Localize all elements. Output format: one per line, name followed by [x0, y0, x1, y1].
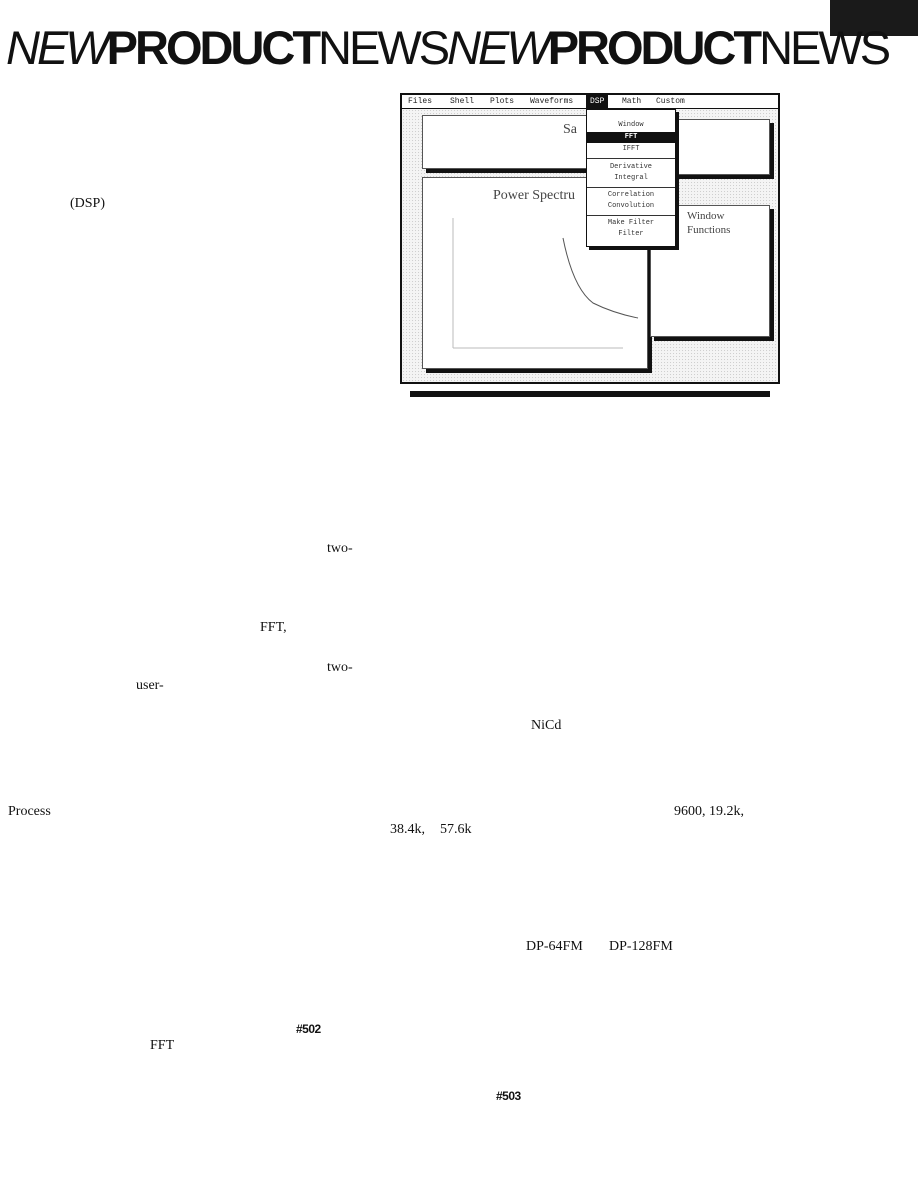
dd-fft[interactable]: FFT	[587, 132, 675, 143]
window-functions-title-1: Window	[687, 210, 725, 222]
masthead-new-2: NEW	[447, 21, 551, 74]
text-dsp: (DSP)	[70, 196, 106, 211]
dd-window[interactable]: Window	[618, 121, 644, 129]
dd-separator	[587, 215, 675, 216]
text-reader-502: #502	[296, 1022, 321, 1036]
masthead-news-2: NEWS	[759, 21, 891, 74]
menu-bar: Files Shell Plots Waveforms DSP Math Cus…	[402, 95, 778, 109]
menu-waveforms[interactable]: Waveforms	[530, 97, 574, 106]
text-rates: 9600, 19.2k,	[674, 804, 744, 819]
dd-make-filter[interactable]: Make Filter	[607, 219, 655, 227]
text-user: user-	[136, 678, 164, 693]
text-rate-38-4k: 38.4k,	[390, 822, 425, 837]
text-reader-503: #503	[496, 1089, 521, 1103]
figure-rule	[410, 391, 770, 397]
masthead-product-2: PRODUCT	[547, 21, 762, 74]
dd-integral[interactable]: Integral	[614, 174, 648, 182]
masthead-new: NEW	[6, 21, 110, 74]
dd-ifft[interactable]: IFFT	[622, 145, 640, 153]
dd-filter[interactable]: Filter	[618, 230, 644, 238]
software-screenshot: Files Shell Plots Waveforms DSP Math Cus…	[400, 93, 780, 384]
spectrum-window-title: Power Spectru	[493, 188, 576, 203]
dd-derivative[interactable]: Derivative	[609, 163, 652, 171]
text-two-1: two-	[327, 541, 353, 556]
side-window[interactable]	[672, 119, 770, 175]
masthead-news: NEWS	[318, 21, 450, 74]
text-dp-128fm: DP-128FM	[609, 939, 673, 954]
masthead-product: PRODUCT	[106, 21, 321, 74]
dd-convolution[interactable]: Convolution	[607, 202, 655, 210]
menu-math[interactable]: Math	[622, 97, 642, 106]
dd-separator	[587, 158, 675, 159]
window-functions-title-2: Functions	[687, 224, 731, 236]
menu-plots[interactable]: Plots	[490, 97, 515, 106]
text-nicd: NiCd	[531, 718, 562, 733]
text-fft-1: FFT,	[260, 620, 287, 635]
masthead: NEWPRODUCTNEWSNEWPRODUCTNEWS	[6, 18, 891, 78]
text-rate-57-6k: 57.6k	[440, 822, 472, 837]
dd-separator	[587, 187, 675, 188]
dd-correlation[interactable]: Correlation	[607, 191, 655, 199]
menu-shell[interactable]: Shell	[450, 97, 475, 106]
text-dp-64fm: DP-64FM	[526, 939, 583, 954]
text-two-2: two-	[327, 660, 353, 675]
menu-custom[interactable]: Custom	[656, 97, 685, 106]
text-fft-2: FFT	[150, 1038, 175, 1053]
menu-files[interactable]: Files	[408, 97, 433, 106]
sample-window-title: Sa	[563, 122, 577, 137]
menu-dsp[interactable]: DSP	[586, 95, 609, 108]
text-process: Process	[8, 804, 51, 819]
spectrum-plot	[452, 218, 639, 349]
dsp-dropdown-menu: Window FFT IFFT Derivative Integral Corr…	[586, 109, 676, 247]
corner-tab	[830, 0, 918, 36]
